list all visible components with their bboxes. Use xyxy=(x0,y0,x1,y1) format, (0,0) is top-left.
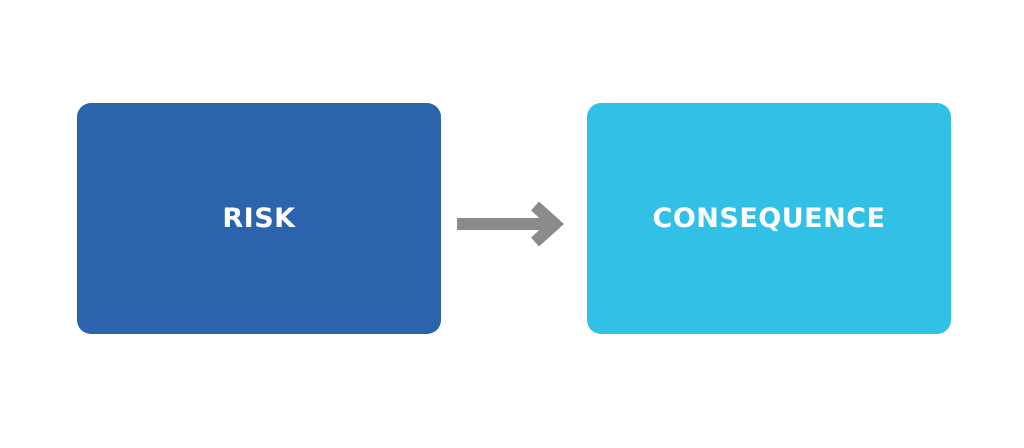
consequence-box: CONSEQUENCE xyxy=(587,103,951,334)
right-arrow-icon xyxy=(457,201,564,247)
risk-label: RISK xyxy=(222,203,296,234)
consequence-label: CONSEQUENCE xyxy=(652,203,886,234)
risk-box: RISK xyxy=(77,103,441,334)
